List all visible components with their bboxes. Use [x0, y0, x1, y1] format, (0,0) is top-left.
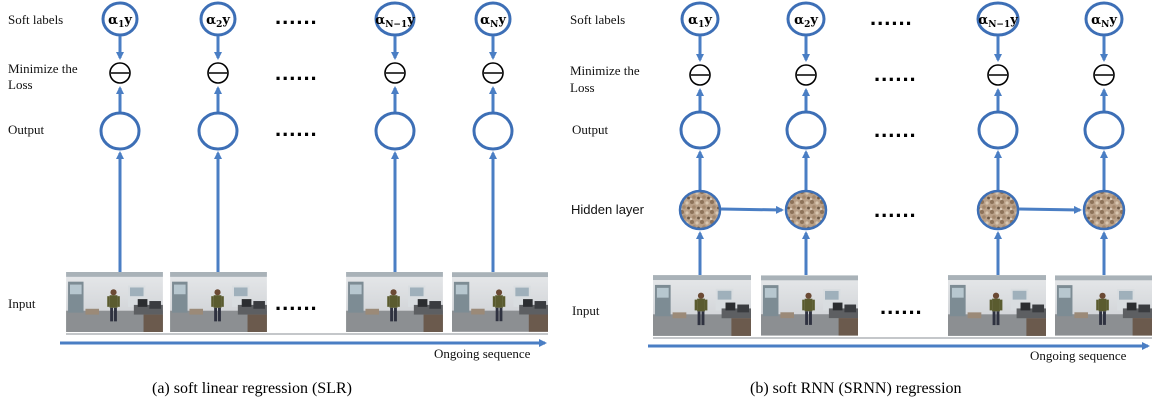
- label-input: Input: [8, 296, 36, 311]
- panel-b: Soft labels Minimize the Loss Output Hid…: [570, 1, 1152, 397]
- column-1: α1y: [66, 1, 163, 332]
- soft-label-node: [374, 1, 416, 37]
- soft-label-node: [786, 1, 826, 37]
- label-output: Output: [572, 122, 609, 137]
- input-frame-image: [346, 272, 443, 332]
- input-frame-image: [1055, 275, 1152, 336]
- column-2: α2y: [761, 1, 858, 336]
- output-node: [785, 110, 827, 150]
- soft-label-text: αN−1y: [978, 13, 1018, 30]
- label-input: Input: [572, 303, 600, 318]
- soft-label-node: [474, 1, 512, 37]
- label-soft-labels: Soft labels: [8, 12, 63, 27]
- input-frame-image: [653, 275, 751, 336]
- output-node: [977, 110, 1019, 150]
- ellipsis: ......: [874, 197, 917, 222]
- soft-label-node: [680, 1, 720, 37]
- panel-a: Soft labels Minimize the Loss Output Inp…: [8, 1, 548, 397]
- input-frame-image: [761, 275, 858, 336]
- ellipsis: ......: [275, 60, 318, 85]
- input-frame-image: [170, 272, 267, 332]
- axis-label: Ongoing sequence: [1030, 348, 1127, 363]
- output-node: [374, 111, 416, 151]
- column-n-minus-1: αN−1y: [948, 1, 1046, 336]
- soft-label-text: α1y: [108, 13, 132, 30]
- label-soft-labels: Soft labels: [570, 12, 625, 27]
- hidden-node: [1082, 189, 1126, 231]
- ellipsis: ......: [275, 290, 318, 315]
- ellipsis: ......: [874, 61, 917, 86]
- soft-label-text: αN−1y: [375, 13, 415, 30]
- soft-label-text: αNy: [1091, 13, 1117, 30]
- caption: (b) soft RNN (SRNN) regression: [750, 380, 962, 397]
- column-n-minus-1: αN−1y: [346, 1, 443, 332]
- output-node: [679, 110, 721, 150]
- hidden-node: [784, 189, 828, 231]
- label-minimize-line2: Loss: [570, 80, 595, 95]
- input-frame-image: [948, 275, 1046, 336]
- ellipsis: ......: [874, 117, 917, 142]
- column-n: αNy: [452, 1, 548, 332]
- label-output: Output: [8, 122, 45, 137]
- soft-label-text: αNy: [480, 13, 506, 30]
- column-n: αNy: [1055, 1, 1152, 336]
- soft-label-node: [976, 1, 1020, 37]
- output-node: [472, 111, 514, 151]
- label-minimize-line1: Minimize the: [8, 61, 78, 76]
- arrow-recurrent: [720, 205, 784, 214]
- output-node: [197, 111, 239, 151]
- axis-label: Ongoing sequence: [434, 346, 531, 361]
- label-minimize-line2: Loss: [8, 77, 33, 92]
- input-frame-image: [452, 272, 548, 332]
- column-1: α1y: [653, 1, 751, 336]
- soft-label-node: [101, 1, 139, 37]
- label-hidden-layer: Hidden layer: [571, 202, 645, 217]
- arrow-recurrent: [1018, 205, 1082, 214]
- hidden-node: [678, 189, 722, 231]
- label-minimize-line1: Minimize the: [570, 63, 640, 78]
- soft-label-node: [1084, 1, 1124, 37]
- hidden-node: [976, 189, 1020, 231]
- ellipsis: ......: [880, 294, 923, 319]
- output-node: [1083, 110, 1125, 150]
- soft-label-text: α1y: [688, 13, 712, 30]
- soft-label-text: α2y: [206, 13, 230, 30]
- ellipsis: ......: [870, 5, 913, 30]
- caption: (a) soft linear regression (SLR): [152, 380, 352, 397]
- output-node: [99, 111, 141, 151]
- input-frame-image: [66, 272, 163, 332]
- soft-label-node: [199, 1, 237, 37]
- ellipsis: ......: [275, 4, 318, 29]
- soft-label-text: α2y: [794, 13, 818, 30]
- column-2: α2y: [170, 1, 267, 332]
- ellipsis: ......: [275, 116, 318, 141]
